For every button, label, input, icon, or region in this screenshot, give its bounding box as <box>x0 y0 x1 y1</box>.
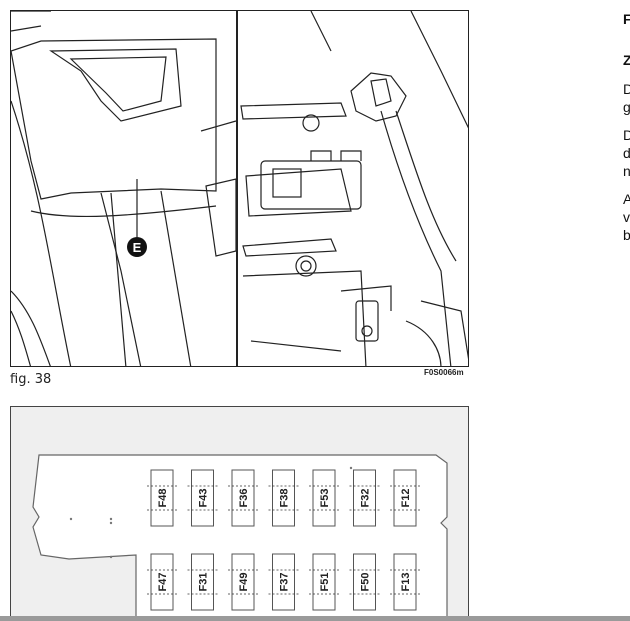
fuse-slot-f51: F51 <box>309 553 339 611</box>
fuse-label: F53 <box>319 489 331 508</box>
fuse-label: F50 <box>360 573 372 592</box>
cropped-text-line: v <box>623 209 630 225</box>
fuse-slot-f31: F31 <box>187 553 218 611</box>
page-bottom-bar <box>0 616 630 621</box>
cropped-text-line: D <box>623 127 630 143</box>
fuse-label: F13 <box>400 573 412 592</box>
fuse-slot-f36: F36 <box>228 469 258 527</box>
fuse-slot-f12: F12 <box>390 469 420 527</box>
fuse-slot-f38: F38 <box>268 469 299 527</box>
cropped-heading-2: Z <box>623 52 630 68</box>
cropped-text-line: D <box>623 81 630 97</box>
fuse-label: F48 <box>157 489 169 508</box>
fuse-slot-f13: F13 <box>390 553 420 611</box>
cropped-text-line: n <box>623 163 630 179</box>
fuse-slot-f37: F37 <box>268 553 299 611</box>
fuse-label: F37 <box>279 573 291 592</box>
callout-e-label: E <box>133 240 142 255</box>
fuse-slot-f47: F47 <box>147 553 177 611</box>
fuse-slot-f32: F32 <box>349 469 380 527</box>
cropped-text-line: b <box>623 227 630 243</box>
fuse-label: F12 <box>400 489 412 508</box>
callout-e-marker <box>127 237 147 257</box>
fuse-label: F49 <box>238 573 250 592</box>
cropped-text-line: g <box>623 99 630 115</box>
fuse-label: F36 <box>238 489 250 508</box>
cropped-text-line: d <box>623 145 630 161</box>
cropped-heading-1: F <box>623 11 630 27</box>
fuse-label: F43 <box>198 489 210 508</box>
fuse-label: F38 <box>279 489 291 508</box>
fuse-slot-f53: F53 <box>309 469 339 527</box>
fuse-slot-f50: F50 <box>349 553 380 611</box>
fuse-label: F51 <box>319 573 331 592</box>
fuse-box-drawing: F48 F43 F36 F38 F53 F32 F12 F47 F31 F49 F37 F51 F50… <box>32 454 448 621</box>
dashboard-fuse-access-drawing: E <box>11 11 468 366</box>
fuse-slot-f48: F48 <box>147 469 177 527</box>
figure-caption: fig. 38 <box>10 372 52 387</box>
fuse-label: F32 <box>360 489 372 508</box>
fuse-slot-f43: F43 <box>187 469 218 527</box>
cropped-text-column: F Z D g D d n A v b <box>621 0 630 621</box>
figure-38-illustration: E <box>10 10 469 367</box>
cropped-text-line: A <box>623 191 630 207</box>
fuse-slot-f49: F49 <box>228 553 258 611</box>
fuse-box-illustration: F48 F43 F36 F38 F53 F32 F12 F47 F31 F49 F37 F51 F50… <box>10 406 469 621</box>
image-code: F0S0066m <box>424 368 464 377</box>
fuse-label: F31 <box>198 573 210 592</box>
fuse-label: F47 <box>157 573 169 592</box>
